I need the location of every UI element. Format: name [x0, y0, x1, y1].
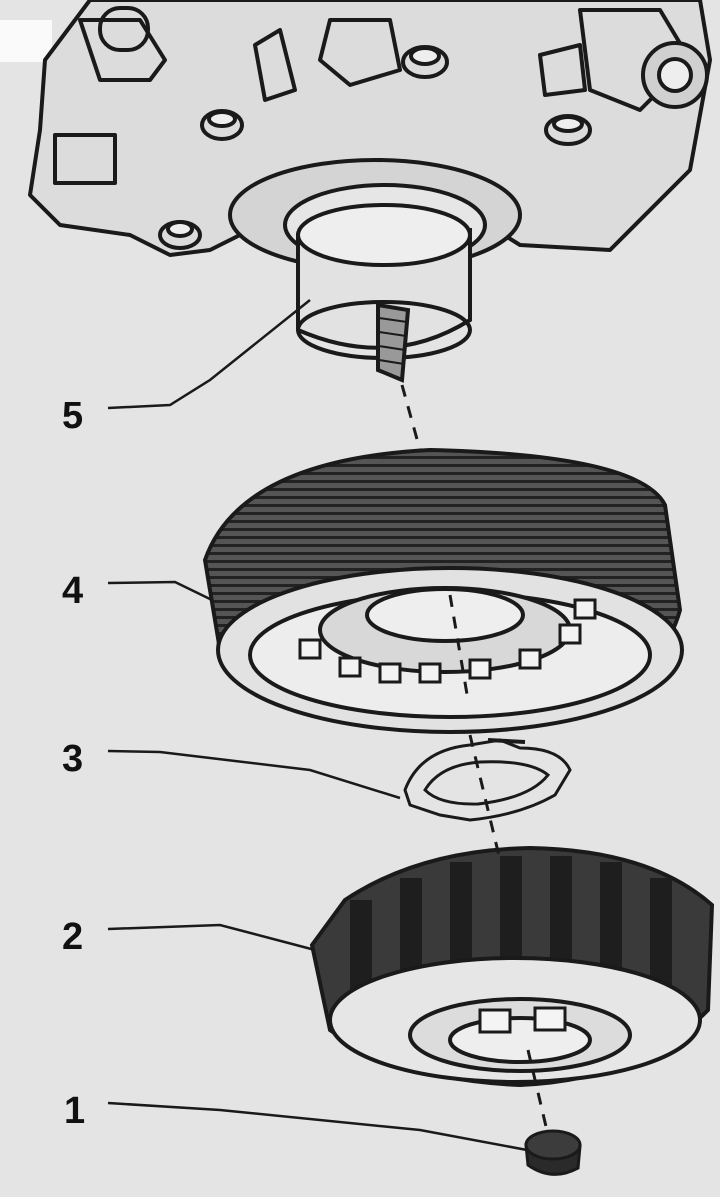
magnetic-clutch: [309, 845, 715, 1088]
label-part-5: 5: [62, 395, 84, 437]
cap: [524, 1129, 582, 1176]
leader-lines: [107, 299, 528, 1152]
housing-bolts: [158, 45, 592, 250]
retaining-ring: [403, 738, 572, 822]
pulley: [202, 447, 684, 734]
compressor-shaft: [296, 203, 472, 383]
label-part-4: 4: [62, 570, 84, 612]
label-part-2: 2: [62, 916, 84, 958]
label-part-1: 1: [64, 1090, 86, 1132]
assembly-axis: [400, 384, 550, 1136]
label-part-3: 3: [62, 738, 84, 780]
blank-corner: [0, 20, 52, 62]
